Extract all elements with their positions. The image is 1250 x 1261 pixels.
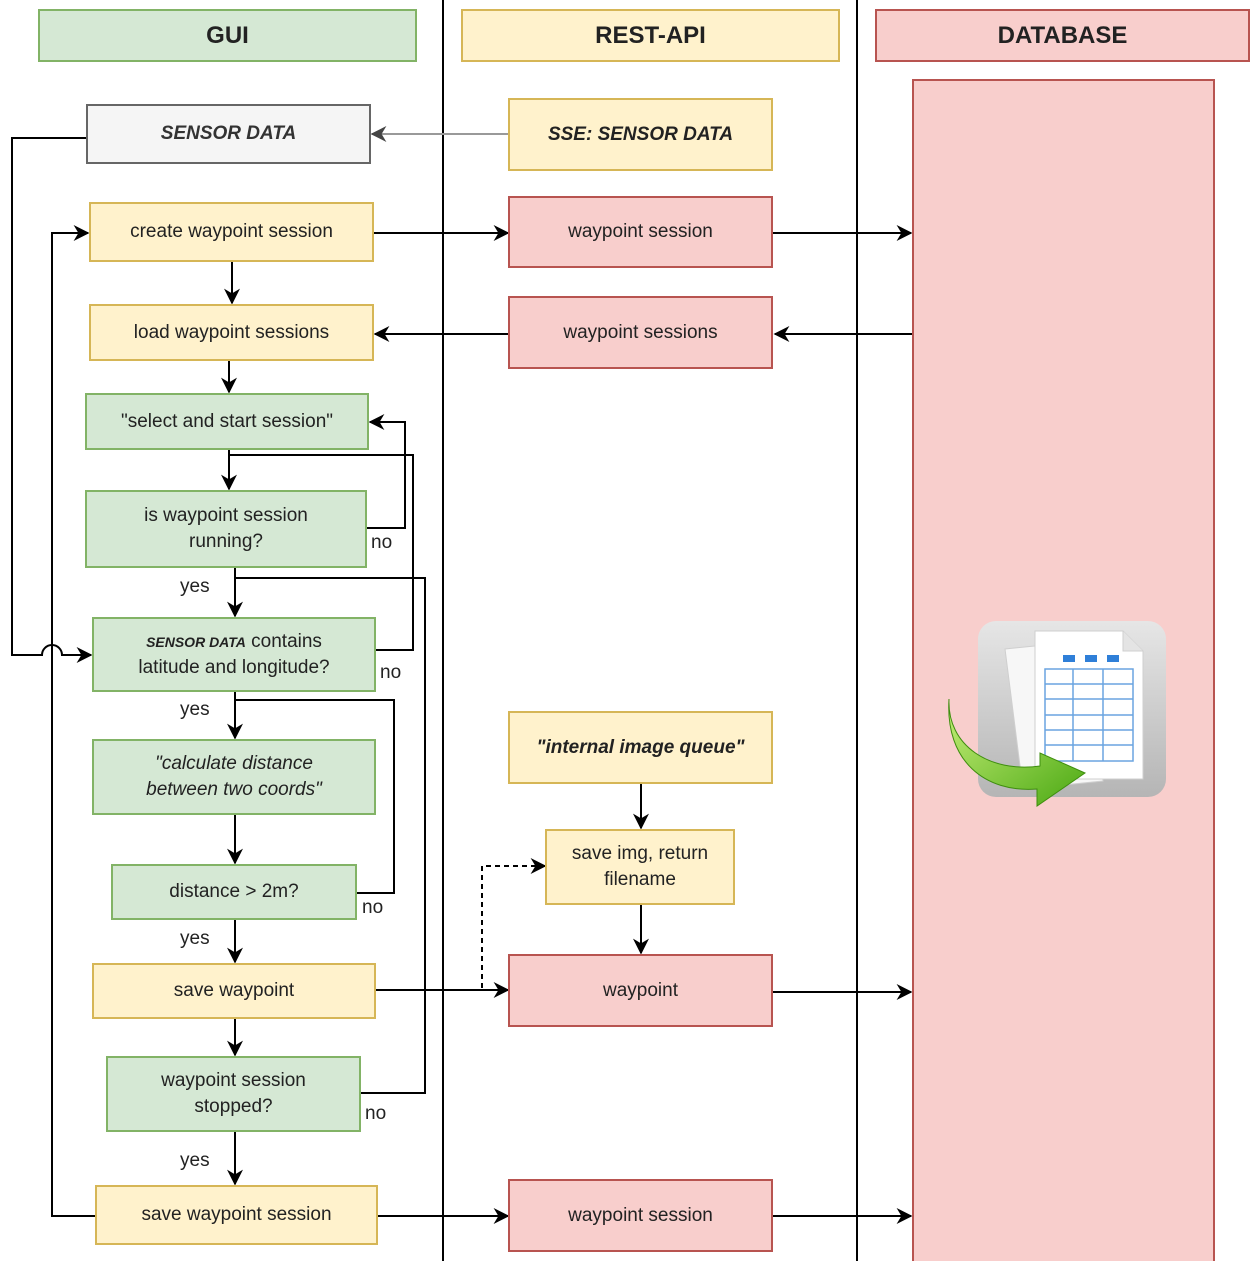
- select-and-start-session-box: "select and start session": [85, 393, 369, 450]
- save-img-box: save img, return filename: [545, 829, 735, 905]
- save-waypoint-session-box: save waypoint session: [95, 1185, 378, 1245]
- label-yes-distance: yes: [180, 928, 210, 949]
- label-yes-stopped: yes: [180, 1150, 210, 1171]
- sse-sensor-data-box: SSE: SENSOR DATA: [508, 98, 773, 171]
- load-waypoint-sessions-box: load waypoint sessions: [89, 304, 374, 361]
- save-waypoint-box: save waypoint: [92, 963, 376, 1019]
- calc-line-2: between two coords": [146, 779, 322, 800]
- stopped-line-2: stopped?: [194, 1096, 273, 1117]
- contains-line-1: contains: [245, 630, 322, 652]
- save-img-line-1: save img, return: [571, 843, 709, 864]
- calculate-distance-box: "calculate distance between two coords": [92, 739, 376, 815]
- lane-header-rest-api: REST-API: [461, 9, 840, 62]
- label-no-stopped: no: [365, 1103, 387, 1124]
- label-yes-running: yes: [180, 576, 210, 597]
- save-img-line-2: filename: [604, 869, 676, 890]
- label-no-distance: no: [362, 897, 384, 918]
- edge-stopped-no: [235, 577, 426, 1094]
- sensor-contains-latlon-decision: SENSOR DATA contains latitude and longit…: [92, 617, 376, 692]
- edge-sensor-to-contains: [11, 137, 93, 663]
- rest-waypoint-session-end-box: waypoint session: [508, 1179, 773, 1252]
- create-waypoint-session-box: create waypoint session: [89, 202, 374, 262]
- lane-header-database: DATABASE: [875, 9, 1250, 62]
- calc-line-1: "calculate distance: [155, 753, 313, 774]
- label-yes-contains: yes: [180, 699, 210, 720]
- database-table-icon: [945, 621, 1170, 811]
- edge-running-no: [367, 414, 406, 529]
- session-stopped-decision: waypoint session stopped?: [106, 1056, 361, 1132]
- rest-waypoint-sessions-box: waypoint sessions: [508, 296, 773, 369]
- contains-sensor-prefix: SENSOR DATA: [146, 633, 246, 650]
- edge-distance-no: [235, 699, 395, 894]
- is-running-line-2: running?: [189, 531, 263, 552]
- distance-gt-2m-decision: distance > 2m?: [111, 864, 357, 920]
- sensor-data-box: SENSOR DATA: [86, 104, 371, 164]
- lane-header-gui: GUI: [38, 9, 417, 62]
- rest-waypoint-box: waypoint: [508, 954, 773, 1027]
- internal-image-queue-box: "internal image queue": [508, 711, 773, 784]
- label-no-running: no: [371, 532, 393, 553]
- contains-line-2: latitude and longitude?: [138, 656, 330, 678]
- edge-savesession-to-create: [51, 225, 95, 1217]
- stopped-line-1: waypoint session: [161, 1070, 306, 1091]
- edge-contains-no: [229, 454, 414, 651]
- is-running-line-1: is waypoint session: [144, 505, 308, 526]
- edge-savewp-to-saveimg-dashed: [376, 858, 547, 991]
- label-no-contains: no: [380, 662, 402, 683]
- is-session-running-decision: is waypoint session running?: [85, 490, 367, 568]
- rest-waypoint-session-box: waypoint session: [508, 196, 773, 268]
